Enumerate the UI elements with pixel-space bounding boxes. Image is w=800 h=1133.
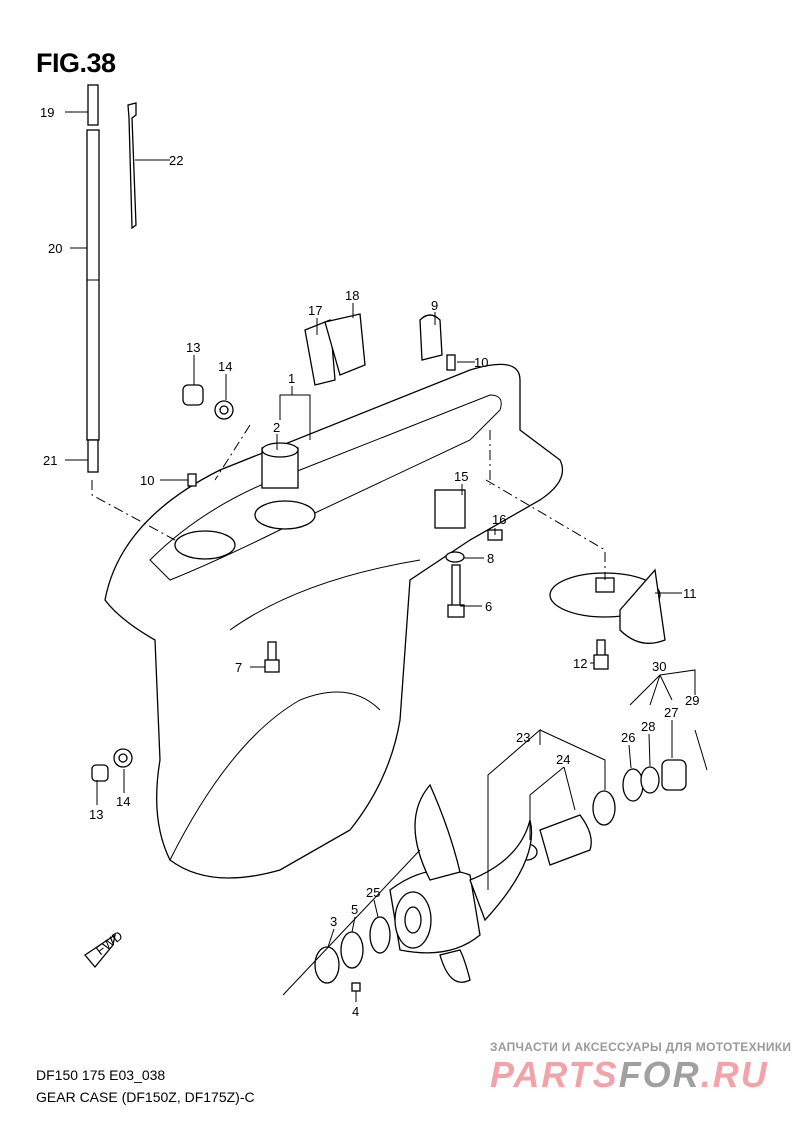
figure-title: FIG.38 — [36, 48, 116, 78]
callout-27: 27 — [664, 705, 678, 720]
callout-25: 25 — [366, 885, 380, 900]
propeller — [314, 783, 533, 992]
callout-18: 18 — [345, 288, 359, 303]
callout-14: 14 — [218, 359, 232, 374]
small-parts — [91, 313, 708, 866]
callout-7: 7 — [235, 660, 242, 675]
anode — [549, 568, 666, 644]
callout-3: 3 — [330, 914, 337, 929]
callout-24: 24 — [556, 752, 570, 767]
leader-lines — [65, 111, 696, 1002]
callout-17: 17 — [308, 303, 322, 318]
callout-15: 15 — [454, 469, 468, 484]
callout-13: 13 — [186, 340, 200, 355]
callout-9: 9 — [431, 298, 438, 313]
diagram-footer: DF150 175 E03_038 GEAR CASE (DF150Z, DF1… — [36, 1064, 255, 1108]
callout-5: 5 — [351, 902, 358, 917]
callout-26: 26 — [621, 730, 635, 745]
callout-20: 20 — [48, 241, 62, 256]
gear-case — [104, 363, 564, 879]
watermark-brand-b: FOR — [618, 1054, 701, 1095]
watermark-subtitle: ЗАПЧАСТИ И АКСЕССУАРЫ ДЛЯ МОТОТЕХНИКИ — [490, 1040, 792, 1054]
diagram-description: GEAR CASE (DF150Z, DF175Z)-C — [36, 1089, 255, 1105]
callout-labels: 19 22 20 21 17 18 9 10 13 14 1 2 10 15 1… — [40, 105, 699, 1019]
callout-13: 13 — [89, 807, 103, 822]
shift-rod — [86, 84, 100, 473]
callout-2: 2 — [273, 420, 280, 435]
callout-8: 8 — [487, 551, 494, 566]
watermark-brand-c: .RU — [700, 1054, 769, 1095]
callout-28: 28 — [641, 719, 655, 734]
callout-19: 19 — [40, 105, 54, 120]
callout-1: 1 — [288, 371, 295, 386]
callout-10: 10 — [474, 355, 488, 370]
callout-21: 21 — [43, 453, 57, 468]
callout-14: 14 — [116, 794, 130, 809]
callout-23: 23 — [516, 730, 530, 745]
fwd-label: FWD — [93, 928, 126, 958]
watermark-logo: PARTSFOR.RU — [490, 1054, 769, 1096]
callout-12: 12 — [573, 656, 587, 671]
watermark-brand-a: PARTS — [490, 1054, 619, 1095]
callout-30: 30 — [652, 659, 666, 674]
fwd-arrow-icon: FWD — [84, 928, 126, 969]
callout-4: 4 — [352, 1004, 359, 1019]
callout-29: 29 — [685, 693, 699, 708]
callout-11: 11 — [683, 586, 697, 601]
callout-10: 10 — [140, 473, 154, 488]
callout-22: 22 — [169, 153, 183, 168]
callout-6: 6 — [485, 599, 492, 614]
diagram-code: DF150 175 E03_038 — [36, 1067, 166, 1083]
cable-tie — [127, 102, 137, 230]
callout-16: 16 — [492, 512, 506, 527]
